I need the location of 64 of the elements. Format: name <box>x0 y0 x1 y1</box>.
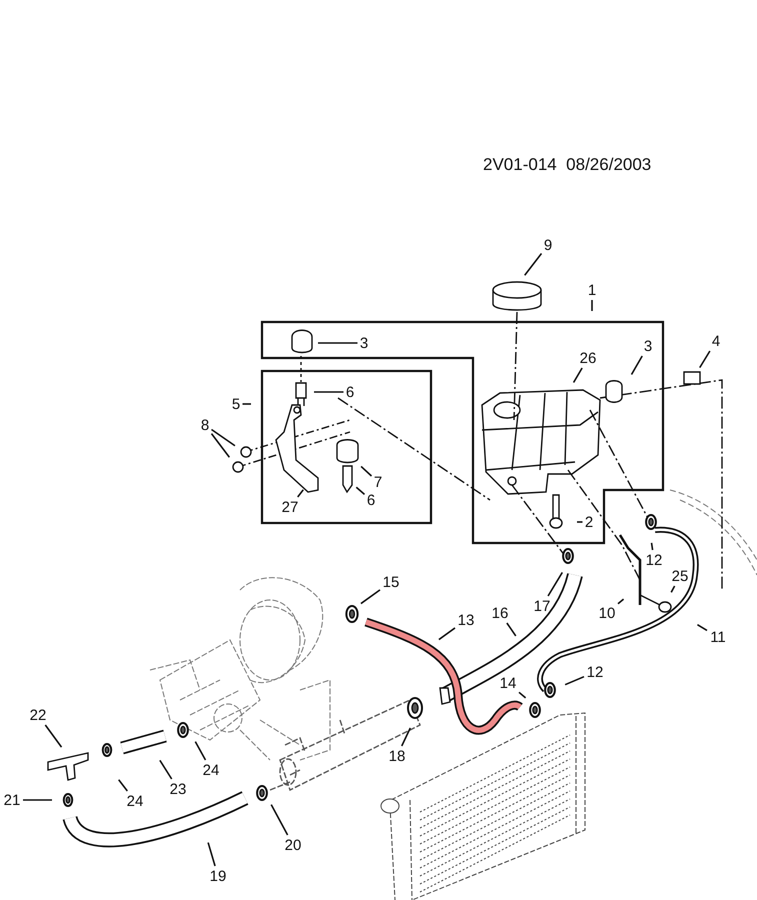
leader-line <box>572 368 583 383</box>
leader-line <box>577 521 582 523</box>
callout-number: 11 <box>707 627 729 647</box>
leader-line <box>356 486 366 495</box>
leader-line <box>211 428 236 446</box>
callout-number: 12 <box>584 662 606 682</box>
leader-line <box>547 572 563 596</box>
callout-number: 9 <box>542 235 554 255</box>
callout-number: 24 <box>124 791 146 811</box>
callout-number: 3 <box>642 336 654 356</box>
callout-number: 19 <box>207 866 229 886</box>
leader-line <box>699 350 711 368</box>
callout-number: 12 <box>643 550 665 570</box>
callout-number: 17 <box>531 596 553 616</box>
drawing-id-date: 2V01-014 08/26/2003 <box>483 154 652 176</box>
leader-line <box>670 586 676 593</box>
leader-line <box>438 627 456 640</box>
callout-number: 15 <box>380 572 402 592</box>
callout-number: 16 <box>489 603 511 623</box>
leader-line <box>506 622 516 636</box>
leader-line <box>242 403 251 405</box>
leader-line <box>314 391 344 393</box>
leader-line <box>210 433 230 458</box>
leader-line <box>630 356 643 375</box>
callout-number: 24 <box>200 760 222 780</box>
callout-number: 5 <box>230 394 242 414</box>
callout-number: 3 <box>358 333 370 353</box>
leader-line <box>44 724 62 748</box>
leader-line <box>524 252 542 276</box>
callout-number: 6 <box>364 490 378 510</box>
callout-number: 23 <box>167 779 189 799</box>
callout-number: 18 <box>386 746 408 766</box>
leader-line <box>318 342 358 344</box>
callout-number: 27 <box>279 497 301 517</box>
leader-line <box>360 589 380 604</box>
callout-number: 20 <box>282 835 304 855</box>
callout-number: 1 <box>586 280 598 300</box>
callout-number: 21 <box>1 790 23 810</box>
leader-line <box>650 542 654 550</box>
callout-number: 10 <box>596 603 618 623</box>
callout-number: 25 <box>669 566 691 586</box>
leader-line <box>23 799 52 801</box>
leader-line <box>360 466 372 477</box>
leader-line <box>617 598 624 604</box>
callout-number: 4 <box>710 331 722 351</box>
callout-number: 7 <box>372 472 384 492</box>
callout-number: 2 <box>582 512 596 532</box>
callout-number: 14 <box>497 673 519 693</box>
callout-number: 13 <box>455 610 477 630</box>
leader-line <box>118 779 128 792</box>
leader-line <box>194 741 206 760</box>
callout-number: 26 <box>577 348 599 368</box>
callout-number: 6 <box>344 382 356 402</box>
leader-line <box>159 760 172 780</box>
leader-line <box>270 804 288 836</box>
leader-line <box>591 300 593 311</box>
leader-line <box>518 692 526 698</box>
callout-number: 8 <box>198 415 212 435</box>
leader-line <box>564 676 584 686</box>
leader-line <box>401 728 412 746</box>
leader-line <box>697 624 708 632</box>
callout-number: 22 <box>27 705 49 725</box>
leader-line <box>297 489 304 498</box>
leader-line <box>207 842 216 866</box>
